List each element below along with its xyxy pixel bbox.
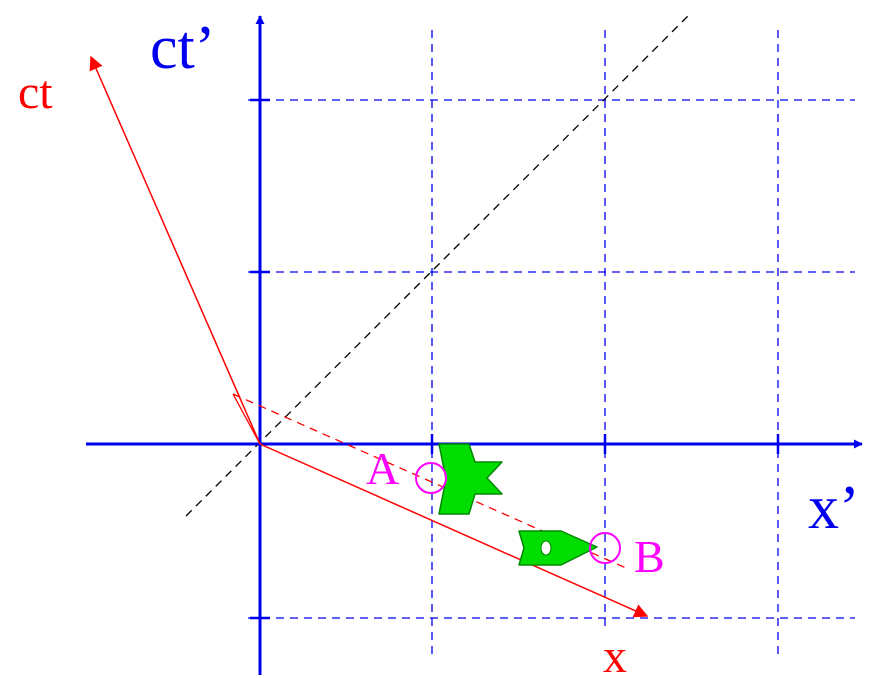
axis-ticks [250,98,780,620]
rocket-icon [438,443,503,515]
light-line [185,15,689,517]
ct-axis [89,55,261,445]
x-label: x [603,630,627,678]
rocket-window [540,540,552,556]
grid-lines [248,30,855,660]
x-axis [259,443,649,618]
ct-prime-label: ct’ [150,14,215,82]
simultaneity-connector [232,393,261,445]
event-b-marker [589,532,621,564]
ct-label: ct [18,66,53,119]
rocket-icon [518,530,598,566]
event-a-label: A [366,443,399,494]
simultaneity-line [232,393,627,569]
event-a-marker [415,462,447,494]
x-prime-label: x’ [808,474,860,542]
event-b-label: B [634,531,665,582]
